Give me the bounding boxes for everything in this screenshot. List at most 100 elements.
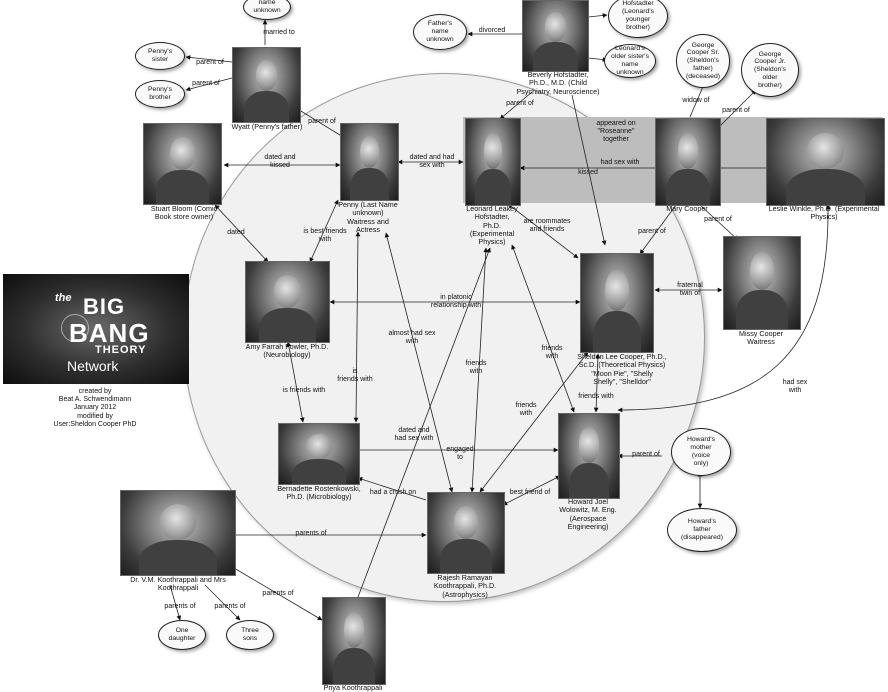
rel-friends-with-sheldon-raj: friends with [515, 402, 537, 417]
ellipse-leonards-sister[interactable]: Leonard's older sister's name unknown [604, 44, 656, 78]
edge-amy-bernadette [286, 341, 305, 423]
photo-leslie[interactable] [766, 118, 885, 206]
ellipse-howards-mother[interactable]: Howard's mother (voice only) [671, 428, 731, 476]
edge-penny-raj [384, 232, 454, 493]
ellipse-howards-father[interactable]: Howard's father (disappeared) [667, 508, 737, 552]
big-bang-theory-logo: the BIG BANG THEORY Network [3, 274, 189, 384]
label-howard: Howard Joel Wolowitz, M. Eng. (Aerospace… [559, 497, 617, 531]
photo-priya[interactable] [322, 597, 386, 685]
logo-bang: BANG [69, 318, 150, 348]
label-sheldon: Sheldon Lee Cooper, Ph.D., Sc.D. (Theore… [577, 352, 667, 386]
credits-modified-by: modified by [77, 412, 113, 420]
credits-created-by: created by [78, 388, 112, 395]
logo-network: Network [67, 358, 119, 374]
photo-bernadette[interactable] [278, 423, 360, 485]
rel-parent-of-howard: parent of [632, 451, 660, 458]
rel-parent-of-penny: parent of [308, 118, 336, 125]
rel-friends-with-leonard-raj: friends with [465, 360, 487, 375]
photo-amy[interactable] [245, 261, 330, 343]
photo-koothrappali-parents[interactable] [120, 490, 236, 576]
credits: created by Beat A. Schwendimann January … [40, 388, 150, 429]
edge-penny-amy [309, 199, 339, 263]
label-leslie: Leslie Winkle, Ph.D. (Experimental Physi… [768, 204, 880, 222]
rel-dated-had-sex: dated and had sex with [394, 427, 434, 442]
photo-wyatt[interactable] [232, 47, 301, 123]
rel-friends-with-leonard-howard: friends with [541, 345, 563, 360]
rel-married-to: married to [263, 29, 295, 36]
edge-raj-howard [502, 475, 561, 506]
rel-almost-had-sex: almost had sex with [388, 330, 436, 345]
atom-icon [61, 314, 89, 342]
ellipse-george-sr[interactable]: George Cooper Sr. (Sheldon's father) (de… [676, 34, 730, 88]
photo-stuart[interactable] [143, 123, 222, 205]
photo-sheldon[interactable] [580, 253, 654, 353]
ellipse-leonards-brother[interactable]: Hofstadter (Leonard's younger brother) [608, 0, 668, 38]
edge-leonard-howard [511, 244, 575, 413]
rel-had-sex-with: had sex with [600, 159, 640, 166]
rel-parent-of-sister: parent of [196, 59, 224, 66]
rel-dated-and-kissed: dated and kissed [264, 154, 296, 169]
edge-parents-priya [233, 567, 323, 621]
label-raj: Rajesh Ramayan Koothrappali, Ph.D. (Astr… [433, 573, 497, 599]
ellipse-pennys-sister[interactable]: Penny's sister [135, 42, 185, 70]
rel-parent-of-leonard: parent of [506, 100, 534, 107]
rel-divorced: divorced [478, 27, 506, 34]
edge-sheldon-leonard [354, 247, 491, 606]
ellipse-george-jr[interactable]: George Cooper Jr. (Sheldon's older broth… [741, 43, 799, 97]
photo-mary[interactable] [655, 118, 721, 206]
label-koothrappali-parents: Dr. V.M. Koothrappali and Mrs Koothrappa… [130, 575, 226, 593]
rel-parent-of-sheldon: parent of [638, 228, 666, 235]
rel-parent-of-brother: parent of [192, 80, 220, 87]
rel-had-sex-with-leslie-howard: had sex with [782, 379, 808, 394]
rel-is-best-friends: is best friends with [303, 228, 347, 243]
logo-big: BIG [83, 294, 126, 319]
rel-engaged-to: engaged to [446, 446, 474, 461]
rel-parents-of-raj: parents of [295, 530, 327, 537]
label-wyatt: Wyatt (Penny's father) [231, 122, 303, 131]
logo-the: the [55, 292, 72, 304]
rel-friends-with-sheldon-howard: friends with [578, 393, 614, 400]
label-penny: Penny (Last Name unknown) Waitress and A… [338, 200, 398, 234]
photo-missy[interactable] [723, 236, 801, 330]
edge-wyatt-sister [185, 55, 233, 63]
logo-theory: THEORY [95, 344, 147, 356]
rel-parent-of-george-jr: parent of [722, 107, 750, 114]
label-leonard: Leonard Leakey Hofstadter, Ph.D. (Experi… [466, 204, 518, 247]
rel-dated: dated [227, 229, 245, 236]
label-bernadette: Bernadette Rostenkowski, Ph.D. (Microbio… [277, 484, 361, 502]
credits-date: January 2012 [73, 404, 117, 412]
rel-parent-of-missy: parent of [704, 216, 732, 223]
photo-penny[interactable] [340, 123, 399, 201]
label-mary: Mary Cooper [666, 204, 708, 213]
credits-author: Beat A. Schwendimann [58, 396, 132, 404]
label-missy: Missy Cooper Waitress [739, 329, 783, 347]
edge-parents-daughter [169, 584, 182, 621]
rel-is-friends-with: is friends with [337, 368, 373, 383]
rel-had-crush: had a crush on [369, 489, 417, 496]
rel-best-friend-of: best friend of [509, 489, 551, 496]
edge-sheldon-raj [479, 351, 589, 493]
photo-howard[interactable] [558, 413, 620, 499]
photo-raj[interactable] [427, 492, 505, 574]
photo-leonard[interactable] [465, 118, 521, 206]
rel-kissed: kissed [578, 169, 598, 176]
edge-penny-bernadette [353, 231, 361, 423]
credits-modifier: User:Sheldon Cooper PhD [53, 420, 137, 428]
rel-parents-of-priya: parents of [262, 590, 294, 597]
rel-widow-of: widow of [682, 97, 710, 104]
rel-appeared-roseanne: appeared on "Roseanne" together [596, 120, 636, 143]
label-amy: Amy Farrah Fowler, Ph.D. (Neurobiology) [245, 342, 329, 360]
edge-wyatt-brother [185, 77, 233, 92]
ellipse-one-daughter[interactable]: One daughter [158, 620, 206, 650]
label-stuart: Stuart Bloom (Comic Book store owner) [150, 204, 218, 222]
edge-leslie-howard [617, 204, 831, 413]
rel-are-roommates: are roommates and friends [523, 218, 571, 233]
edge-mary-george [717, 89, 757, 129]
photo-beverly[interactable] [522, 0, 589, 72]
ellipse-pennys-brother[interactable]: Penny's brother [135, 80, 185, 108]
ellipse-fathers-name[interactable]: Father's name unknown [413, 14, 467, 50]
ellipse-three-sons[interactable]: Three sons [226, 620, 274, 650]
edge-parents-sons [204, 584, 241, 621]
rel-dated-and-had-sex: dated and had sex with [409, 154, 455, 169]
